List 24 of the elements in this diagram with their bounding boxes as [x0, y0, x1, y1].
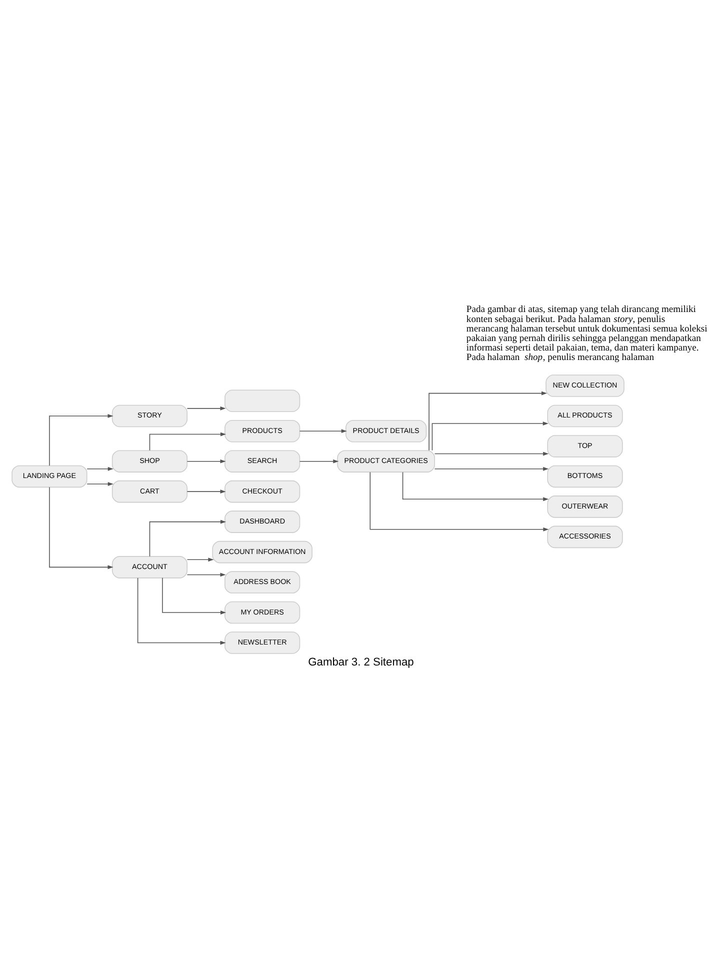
- arrow: [370, 471, 549, 531]
- arrow: [432, 421, 548, 450]
- arrow: [149, 519, 226, 556]
- arrow: [162, 577, 226, 614]
- arrow: [49, 486, 114, 569]
- arrow: [299, 428, 347, 433]
- arrow: [49, 414, 114, 466]
- arrow: [434, 451, 549, 456]
- arrow: [402, 471, 549, 501]
- node-box: [224, 389, 300, 412]
- arrow: [186, 406, 226, 410]
- arrow: [186, 489, 226, 494]
- label: Pada gambar di atas, sitemap yang telah dirancang memiliki konten sebagai berikut. Pada halaman story, penulis merancang halaman tersebut untuk dokumentasi semua koleksi pakaian yang pernah dirilis sehingga pelanggan mendapatkan informasi seperti detail pakaian, tema, dan materi kampanye. Pada halaman shop, penulis merancang halaman: [466, 304, 708, 362]
- arrow: [186, 458, 226, 463]
- arrow: [434, 466, 549, 470]
- arrow: [428, 390, 548, 450]
- arrow: [86, 466, 114, 470]
- arrow: [186, 572, 226, 576]
- arrow: [137, 577, 226, 644]
- arrow: [299, 458, 339, 463]
- arrow: [186, 557, 214, 562]
- arrow: [149, 432, 226, 450]
- caption: Gambar 3. 2 Sitemap: [308, 656, 414, 668]
- arrow: [86, 482, 114, 486]
